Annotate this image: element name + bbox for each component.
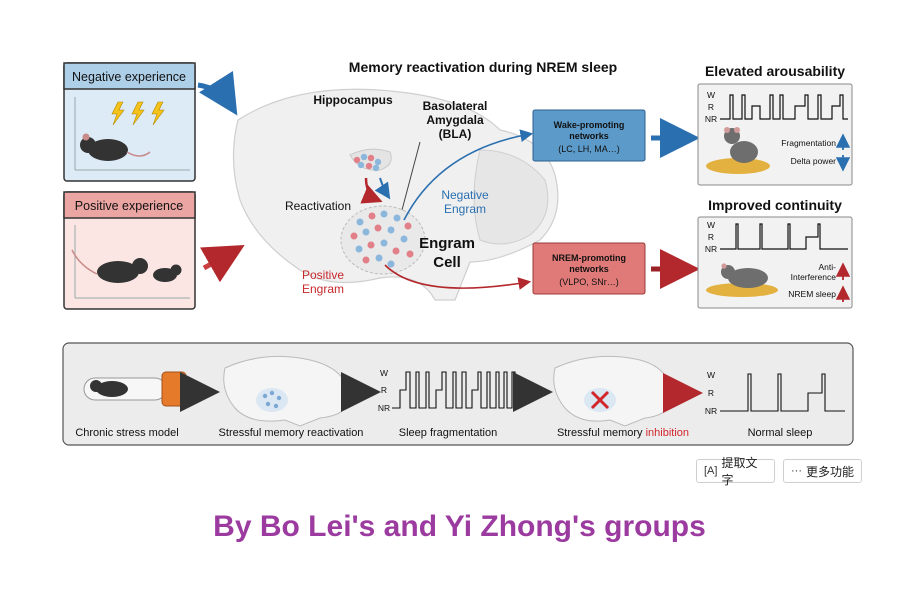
continuity-stage-w: W: [707, 220, 715, 230]
nrem-promoting-network-box: NREM-promoting networks (VLPO, SNr…): [532, 242, 646, 295]
arousability-title: Elevated arousability: [705, 63, 845, 79]
continuity-stage-nr: NR: [705, 244, 717, 254]
positive-engram-label-line1: Positive: [302, 268, 344, 282]
step-chronic-stress-label: Chronic stress model: [75, 427, 178, 439]
normal-stage-nr: NR: [705, 406, 717, 416]
engram-cell-cluster: [340, 205, 426, 275]
continuity-panel: W R NR Anti- Interference NREM sleep: [697, 216, 853, 309]
continuity-stage-r: R: [708, 232, 714, 242]
arousability-stage-nr: NR: [705, 114, 717, 124]
negative-engram-label-line1: Negative: [441, 188, 489, 202]
extract-text-label: 提取文字: [721, 456, 758, 487]
extract-text-button[interactable]: [A] 提取文字: [696, 456, 775, 487]
anti-interference-label-line2: Interference: [791, 272, 837, 282]
fragmented-stage-w: W: [380, 368, 388, 378]
step-sleep-fragmentation-label: Sleep fragmentation: [399, 427, 497, 439]
stress-reactivation-brain-icon: [223, 355, 351, 427]
hippocampus-cells: [353, 153, 382, 172]
sleeping-mouse-icon: [706, 263, 778, 297]
fragmented-stage-r: R: [381, 385, 387, 395]
step-normal-sleep-label: Normal sleep: [748, 427, 813, 439]
more-dots-icon: ···: [791, 465, 802, 477]
brain-illustration: [232, 88, 559, 301]
wake-network-title-line1: Wake-promoting: [554, 120, 625, 130]
bla-label-line3: (BLA): [439, 127, 472, 141]
more-functions-button[interactable]: ··· 更多功能: [783, 459, 862, 483]
engram-cell-label-line1: Engram: [419, 235, 475, 252]
positive-engram-label-line2: Engram: [302, 282, 344, 296]
stressed-mouse-icon: [80, 133, 151, 161]
nrem-projection-arrow: [384, 264, 532, 290]
positive-experience-label: Positive experience: [75, 199, 183, 213]
restraint-tube-icon: [83, 371, 187, 407]
awake-mouse-icon: [706, 127, 770, 174]
bla-label-line2: Amygdala: [426, 113, 484, 127]
negative-engram-label-line2: Engram: [444, 202, 486, 216]
normal-stage-r: R: [708, 388, 714, 398]
playing-mice-icon: [71, 249, 182, 283]
engram-cell-label-line2: Cell: [433, 254, 461, 271]
bla-label-line1: Basolateral: [423, 99, 488, 113]
arousability-stage-r: R: [708, 102, 714, 112]
positive-experience-panel: Positive experience: [63, 191, 196, 310]
anti-interference-label-line1: Anti-: [819, 262, 837, 272]
fragmented-hypnogram: [392, 371, 520, 409]
reactivation-arrow-blue: [374, 177, 391, 200]
hippocampus-label: Hippocampus: [313, 93, 393, 107]
diagram-title: Memory reactivation during NREM sleep: [349, 59, 617, 75]
normal-hypnogram: [720, 373, 845, 412]
nrem-network-title-line1: NREM-promoting: [552, 253, 626, 263]
positive-input-arrow: [200, 245, 245, 283]
fragmented-stage-nr: NR: [378, 403, 390, 413]
step-memory-inhibition-label: Stressful memory inhibition: [557, 427, 689, 439]
inhibition-x-icon: [590, 390, 610, 410]
nrem-network-regions: (VLPO, SNr…): [559, 277, 619, 287]
fragmentation-label: Fragmentation: [781, 138, 836, 148]
wake-promoting-network-box: Wake-promoting networks (LC, LH, MA…): [532, 109, 646, 162]
more-functions-label: 更多功能: [806, 464, 855, 479]
normal-stage-w: W: [707, 370, 715, 380]
reactivation-label: Reactivation: [285, 199, 351, 213]
text-scan-icon: [A]: [704, 465, 718, 477]
lightning-icon: [111, 101, 165, 126]
negative-input-arrow: [197, 70, 238, 116]
continuity-title: Improved continuity: [708, 197, 842, 213]
arousability-hypnogram: [720, 94, 848, 120]
credit-text: By Bo Lei's and Yi Zhong's groups: [213, 510, 706, 543]
arousability-panel: W R NR Fragmentation Delta power: [697, 83, 853, 186]
step-memory-reactivation-label: Stressful memory reactivation: [219, 427, 364, 439]
negative-experience-label: Negative experience: [72, 70, 186, 84]
wake-projection-arrow: [403, 129, 534, 221]
delta-power-label: Delta power: [791, 156, 837, 166]
wake-network-title-line2: networks: [569, 131, 609, 141]
negative-experience-panel: Negative experience: [63, 62, 196, 182]
nrem-sleep-label: NREM sleep: [788, 289, 836, 299]
wake-network-regions: (LC, LH, MA…): [558, 144, 620, 154]
nrem-network-title-line2: networks: [569, 264, 609, 274]
continuity-hypnogram: [720, 223, 848, 250]
stress-pipeline-panel: Chronic stress model Stressful memory re…: [62, 342, 854, 446]
arousability-stage-w: W: [707, 90, 715, 100]
inhibition-word: inhibition: [646, 427, 689, 439]
